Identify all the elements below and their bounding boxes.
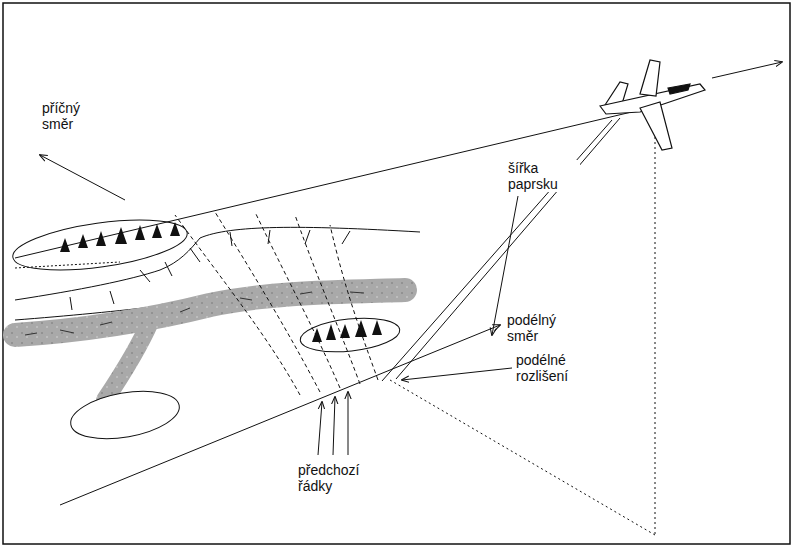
annotation-label: šířka paprsku <box>506 160 580 192</box>
annotation-label: podélný směr <box>505 312 581 344</box>
trees <box>60 222 382 342</box>
aircraft <box>600 60 705 150</box>
annotation-label: příčný směr <box>40 100 104 132</box>
geometry-lines <box>15 62 782 535</box>
annotation-label: podélné rozlišení <box>514 352 604 384</box>
terrain <box>10 211 420 446</box>
frame <box>3 3 790 544</box>
annotation-label: předchozí řádky <box>296 462 380 494</box>
